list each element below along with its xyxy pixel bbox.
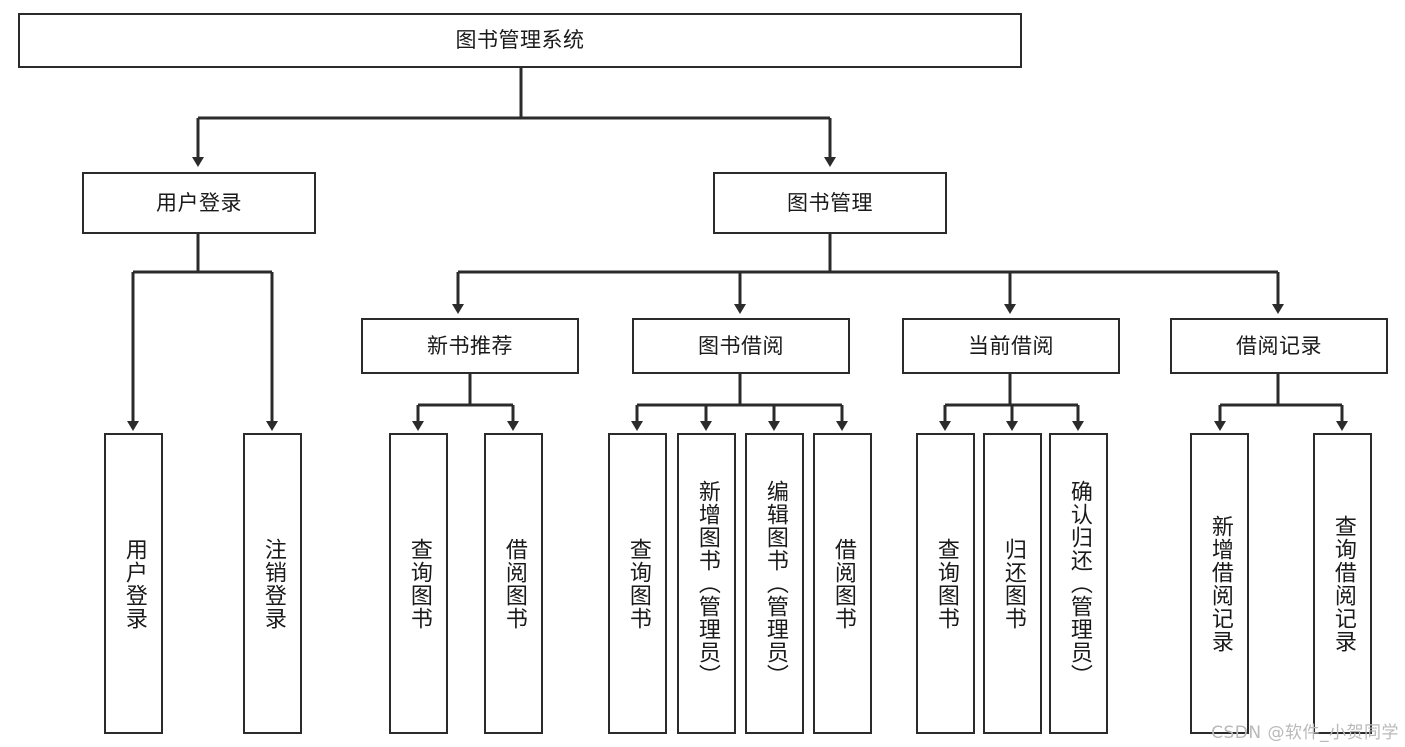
node-leaf-add-borrow-record[interactable]: 新增借阅记录	[1190, 433, 1249, 734]
node-leaf-borrow-book-1-label: 借阅图书	[501, 537, 527, 630]
node-root-label: 图书管理系统	[455, 28, 585, 53]
node-current-borrow[interactable]: 当前借阅	[902, 318, 1120, 374]
node-borrow-record[interactable]: 借阅记录	[1170, 318, 1388, 374]
node-leaf-logout-login-label: 注销登录	[260, 537, 286, 630]
node-leaf-query-book-3-label: 查询图书	[933, 537, 959, 630]
node-leaf-logout-login[interactable]: 注销登录	[243, 433, 302, 734]
node-leaf-return-book[interactable]: 归还图书	[983, 433, 1042, 734]
node-leaf-query-book-3[interactable]: 查询图书	[916, 433, 975, 734]
node-borrow-record-label: 借阅记录	[1236, 333, 1322, 358]
node-book-manage[interactable]: 图书管理	[713, 172, 947, 234]
node-leaf-confirm-return-admin-label: 确认归还（管理员）	[1066, 480, 1092, 687]
node-leaf-add-book-admin[interactable]: 新增图书（管理员）	[677, 433, 736, 734]
node-book-manage-label: 图书管理	[787, 190, 873, 215]
node-leaf-borrow-book-1[interactable]: 借阅图书	[484, 433, 543, 734]
node-leaf-query-book-2-label: 查询图书	[625, 537, 651, 630]
node-user-login-label: 用户登录	[156, 190, 242, 215]
node-leaf-query-book-1-label: 查询图书	[406, 537, 432, 630]
node-leaf-query-book-2[interactable]: 查询图书	[608, 433, 667, 734]
node-leaf-borrow-book-2-label: 借阅图书	[830, 537, 856, 630]
node-current-borrow-label: 当前借阅	[968, 333, 1054, 358]
node-leaf-query-book-1[interactable]: 查询图书	[389, 433, 448, 734]
node-book-borrow[interactable]: 图书借阅	[632, 318, 850, 374]
node-leaf-user-login[interactable]: 用户登录	[104, 433, 163, 734]
node-leaf-add-borrow-record-label: 新增借阅记录	[1207, 514, 1233, 653]
node-user-login[interactable]: 用户登录	[82, 172, 316, 234]
watermark: CSDN @软件_小贺同学	[1211, 723, 1399, 743]
node-root[interactable]: 图书管理系统	[18, 13, 1022, 68]
node-leaf-edit-book-admin[interactable]: 编辑图书（管理员）	[745, 433, 804, 734]
node-new-book-recommend[interactable]: 新书推荐	[361, 318, 579, 374]
node-leaf-query-borrow-record[interactable]: 查询借阅记录	[1313, 433, 1372, 734]
node-new-book-recommend-label: 新书推荐	[427, 333, 513, 358]
node-leaf-edit-book-admin-label: 编辑图书（管理员）	[762, 480, 788, 687]
node-leaf-query-borrow-record-label: 查询借阅记录	[1330, 514, 1356, 653]
node-book-borrow-label: 图书借阅	[698, 333, 784, 358]
node-leaf-return-book-label: 归还图书	[1000, 537, 1026, 630]
node-leaf-borrow-book-2[interactable]: 借阅图书	[813, 433, 872, 734]
node-leaf-add-book-admin-label: 新增图书（管理员）	[694, 480, 720, 687]
node-leaf-user-login-label: 用户登录	[121, 537, 147, 630]
node-leaf-confirm-return-admin[interactable]: 确认归还（管理员）	[1049, 433, 1108, 734]
